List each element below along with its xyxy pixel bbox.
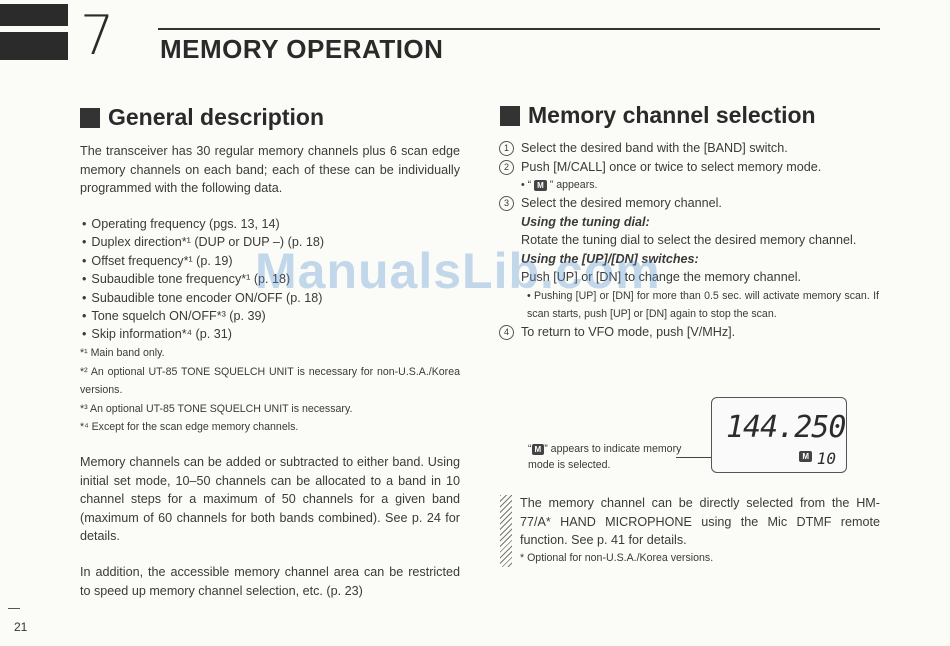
lcd-memory-icon: M <box>799 451 812 462</box>
memory-mode-icon: M <box>531 444 545 455</box>
list-item: Subaudible tone frequency*¹ (p. 18) <box>82 270 462 288</box>
memory-channel-selection-title: Memory channel selection <box>528 102 816 128</box>
allocation-paragraph: Memory channels can be added or subtract… <box>80 455 460 543</box>
heading-square-icon <box>500 105 520 126</box>
page-number-rule <box>8 608 20 609</box>
step-4: 4 To return to VFO mode, push [V/MHz]. <box>499 323 879 342</box>
list-item: Tone squelch ON/OFF*³ (p. 39) <box>82 307 462 325</box>
chapter-title: MEMORY OPERATION <box>160 34 444 64</box>
lcd-callout: “M” appears to indicate memory mode is s… <box>528 443 682 471</box>
footnote: *² An optional UT-85 TONE SQUELCH UNIT i… <box>80 365 460 397</box>
memory-channel-selection-heading: Memory channel selection <box>500 102 816 129</box>
list-item: Operating frequency (pgs. 13, 14) <box>82 215 462 233</box>
step-3: 3 Select the desired memory channel. <box>499 194 879 213</box>
footnote: *³ An optional UT-85 TONE SQUELCH UNIT i… <box>80 402 353 415</box>
chapter-rule <box>158 28 880 30</box>
lcd-display: 144.250 M 10 <box>711 397 847 473</box>
step-text: Select the desired memory channel. <box>521 196 722 210</box>
watermark: ManualsLib.com <box>255 243 661 299</box>
list-item: Offset frequency*¹ (p. 19) <box>82 252 462 270</box>
heading-square-icon <box>80 107 100 128</box>
tuning-dial-heading: Using the tuning dial: <box>521 214 650 229</box>
list-item: Subaudible tone encoder ON/OFF (p. 18) <box>82 289 462 307</box>
step-text: Push [M/CALL] once or twice to select me… <box>521 159 822 174</box>
step-2: 2 Push [M/CALL] once or twice to select … <box>499 158 879 177</box>
step-2-note: • “ M ” appears. <box>521 179 598 191</box>
tuning-dial-text: Rotate the tuning dial to select the des… <box>521 233 857 247</box>
memory-scan-note: • Pushing [UP] or [DN] for more than 0.5… <box>527 289 879 320</box>
lcd-frequency: 144.250 <box>726 410 846 445</box>
step-number: 1 <box>499 141 514 156</box>
list-item: Skip information*⁴ (p. 31) <box>82 325 462 343</box>
up-dn-switch-heading: Using the [UP]/[DN] switches: <box>521 251 699 266</box>
intro-paragraph: The transceiver has 30 regular memory ch… <box>80 144 460 195</box>
memory-mode-icon: M <box>534 180 547 191</box>
restriction-paragraph: In addition, the accessible memory chann… <box>80 565 460 598</box>
lcd-channel-number: 10 <box>816 449 836 468</box>
chapter-number: 7 <box>80 4 115 67</box>
footnotes: *¹ Main band only. *² An optional UT-85 … <box>80 344 460 437</box>
memory-data-list: Operating frequency (pgs. 13, 14) Duplex… <box>82 215 462 344</box>
up-dn-switch-text: Push [UP] or [DN] to change the memory c… <box>521 270 801 284</box>
page-number: 21 <box>14 620 28 634</box>
step-number: 3 <box>499 196 514 211</box>
chapter-tab-bar <box>0 4 68 60</box>
step-number: 2 <box>499 159 514 175</box>
list-item: Duplex direction*¹ (DUP or DUP –) (p. 18… <box>82 233 462 251</box>
step-text: To return to VFO mode, push [V/MHz]. <box>521 324 736 339</box>
footnote: *⁴ Except for the scan edge memory chann… <box>80 421 299 433</box>
microphone-footnote: * Optional for non-U.S.A./Korea versions… <box>520 552 714 564</box>
microphone-note: The memory channel can be directly selec… <box>520 496 880 547</box>
step-1: 1 Select the desired band with the [BAND… <box>499 139 879 158</box>
general-description-heading: General description <box>80 104 324 131</box>
footnote: *¹ Main band only. <box>80 347 165 359</box>
step-text: Select the desired band with the [BAND] … <box>521 141 788 155</box>
selection-steps: 1 Select the desired band with the [BAND… <box>499 139 879 341</box>
note-hatch-bar <box>500 495 512 567</box>
general-description-title: General description <box>108 104 325 130</box>
step-number: 4 <box>499 324 514 340</box>
chapter-tab-gap <box>0 26 68 32</box>
